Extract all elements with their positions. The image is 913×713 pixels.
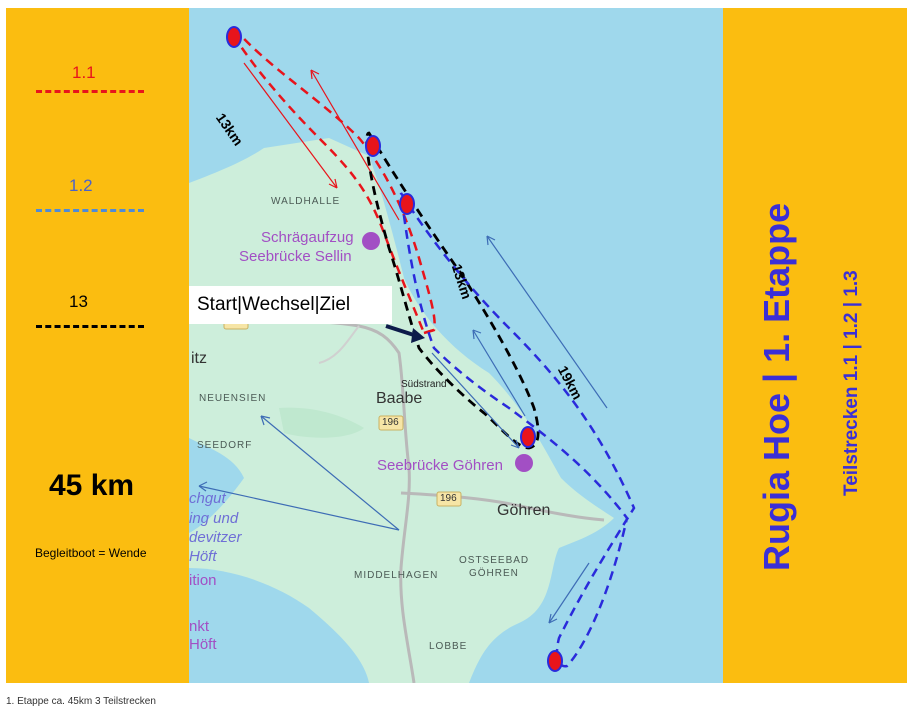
poi-icon-goehren[interactable] [515, 454, 533, 472]
start-arrowhead [411, 328, 425, 343]
poi-icon-sellin[interactable] [362, 232, 380, 250]
image-caption: 1. Etappe ca. 45km 3 Teilstrecken [6, 696, 156, 707]
road-goehren [400, 491, 605, 522]
legend-line-blue [36, 209, 144, 212]
place-ostseebad: OSTSEEBAD [459, 555, 530, 566]
road-number: 196 [382, 417, 399, 428]
legend-panel: 1.1 1.2 13 45 km Begleitboot = Wende [6, 8, 189, 683]
place-goehren: Göhren [497, 502, 551, 519]
place-ostseebad-goehren: GÖHREN [469, 568, 519, 579]
legend-label-13: 13 [69, 292, 88, 311]
legend-label-1-2: 1.2 [69, 176, 93, 195]
legend-line-red [36, 90, 144, 93]
place-partial: devitzer [189, 529, 242, 546]
place-neuensien: NEUENSIEN [199, 393, 267, 404]
title-panel [723, 8, 907, 683]
road-number: 196 [440, 493, 457, 504]
route-1-2 [399, 192, 636, 668]
place-baabe: Baabe [376, 390, 423, 407]
map-view[interactable]: 196 196 196 WALDHALLE NEUENSIEN SEEDORF … [189, 8, 723, 683]
place-partial: Höft [189, 636, 217, 653]
place-middelhagen: MIDDELHAGEN [354, 570, 439, 581]
infographic: 1.1 1.2 13 45 km Begleitboot = Wende [6, 8, 907, 683]
place-suedstrand: Südstrand [401, 379, 447, 390]
place-partial: chgut [189, 490, 226, 507]
place-partial: Höft [189, 548, 217, 565]
route-1-1 [232, 27, 436, 335]
start-arrow [385, 324, 418, 338]
map-pointer-arrows [198, 415, 400, 531]
event-subtitle: Teilstrecken 1.1 | 1.2 | 1.3 [841, 270, 862, 496]
poi-label-sellin-1[interactable]: Schrägaufzug [261, 229, 354, 246]
land-area [189, 138, 614, 683]
place-partial-itz: itz [191, 350, 207, 367]
place-partial: nkt [189, 618, 210, 635]
map-base [189, 26, 636, 683]
forest-area [279, 407, 364, 438]
road-side [318, 325, 360, 364]
place-lobbe: LOBBE [429, 641, 468, 652]
place-waldhalle: WALDHALLE [271, 196, 341, 207]
poi-label-goehren-pier[interactable]: Seebrücke Göhren [377, 457, 503, 474]
turn-markers [226, 26, 563, 672]
legend-note: Begleitboot = Wende [35, 546, 147, 560]
place-partial: ition [189, 572, 217, 589]
road-shield-2 [378, 415, 404, 431]
event-title: Rugia Hoe | 1. Etappe [756, 202, 797, 571]
poi-label-sellin-2[interactable]: Seebrücke Sellin [239, 248, 352, 265]
inland-water-south [189, 568, 369, 683]
start-label: Start|Wechsel|Ziel [189, 286, 392, 324]
inland-water [189, 438, 244, 533]
total-distance: 45 km [49, 469, 135, 502]
legend-line-black [36, 325, 144, 328]
place-seedorf: SEEDORF [197, 440, 253, 451]
road-shield-3 [436, 491, 462, 507]
legend-label-1-1: 1.1 [72, 63, 96, 82]
place-partial: ing und [189, 510, 239, 527]
